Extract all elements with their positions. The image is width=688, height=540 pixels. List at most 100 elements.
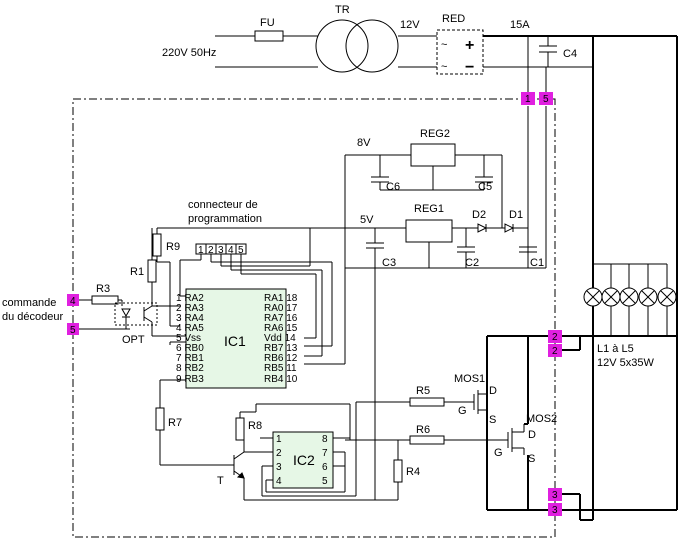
fu-label: FU xyxy=(260,17,275,29)
ic1-pin-left-9: 9 RB3 xyxy=(176,374,204,385)
fuse-fu xyxy=(254,30,284,42)
mos2-g-label: G xyxy=(494,447,503,459)
ic1-wiring xyxy=(155,268,376,500)
mains-label: 220V 50Hz xyxy=(162,47,216,59)
prog-pin-1: 1 xyxy=(198,245,204,256)
ic1-pin-left-4: 4 RA5 xyxy=(176,323,204,334)
ic1-left-pins: 1 RA2 2 RA3 3 RA4 4 RA5 5 Vss 6 RB0 7 RB… xyxy=(176,293,204,385)
ic1-pin-right-16: RA7 16 xyxy=(264,313,298,324)
c3-label: C3 xyxy=(382,257,396,269)
pad-input-5-label: 5 xyxy=(70,325,76,336)
reg2-label: REG2 xyxy=(420,128,450,140)
pad-input-4 xyxy=(67,294,79,306)
mos1-s-label: S xyxy=(489,414,496,426)
prog-pin-3: 3 xyxy=(218,245,224,256)
prog-label-1: connecteur de xyxy=(188,199,258,211)
reg2-section xyxy=(344,143,503,282)
resistor-r1 xyxy=(147,259,157,283)
ic1-pin-right-10: RB4 10 xyxy=(264,374,298,385)
pad-source-3b-label: 3 xyxy=(552,505,558,516)
v12-label: 12V xyxy=(400,19,420,31)
lamps xyxy=(592,263,668,336)
lamp-l5-icon xyxy=(657,287,677,307)
lamp-l2-icon xyxy=(601,287,621,307)
reg1-label: REG1 xyxy=(414,203,444,215)
rectifier-plus: + xyxy=(465,37,474,54)
ic1-pin-left-3: 3 RA4 xyxy=(176,313,204,324)
ic1-pin-right-18: RA1 18 xyxy=(264,293,298,304)
power-rails xyxy=(527,35,678,520)
ic1-pin-right-17: RA0 17 xyxy=(264,303,298,314)
d1-label: D1 xyxy=(509,209,523,221)
ic2-pin-5: 5 xyxy=(322,476,328,487)
ic1-pin-left-6: 6 RB0 xyxy=(176,343,204,354)
pad-top-1 xyxy=(521,92,535,105)
mos2-label: MOS2 xyxy=(526,413,557,425)
mains-section xyxy=(215,19,593,75)
ic2-pin-6: 6 xyxy=(322,462,328,473)
mos2-s-label: S xyxy=(528,453,535,465)
regulator-reg2 xyxy=(410,143,456,167)
ic2-pin-4: 4 xyxy=(276,476,282,487)
resistor-r7 xyxy=(155,407,165,431)
tr-label: TR xyxy=(335,4,350,16)
pad-top-1-label: 1 xyxy=(525,94,531,105)
transformer-secondary-coil xyxy=(345,19,399,73)
cmd-label-2: du décodeur xyxy=(2,311,63,323)
r3-label: R3 xyxy=(96,283,110,295)
pad-drain-2a xyxy=(548,330,562,343)
c1-label: C1 xyxy=(530,257,544,269)
red-label: RED xyxy=(442,13,465,25)
resistor-r9 xyxy=(152,233,162,257)
rectifier-ac-in-2: ~ xyxy=(441,61,447,73)
resistor-r3 xyxy=(91,295,119,305)
ic2-wiring xyxy=(243,401,410,501)
r4-label: R4 xyxy=(406,466,420,478)
ic1-pin-right-14: Vdd 14 xyxy=(264,333,296,344)
prog-pin-4: 4 xyxy=(228,245,234,256)
t-label: T xyxy=(217,475,224,487)
ic1-pin-left-7: 7 RB1 xyxy=(176,353,204,364)
transistor-t xyxy=(228,403,351,484)
optocoupler-opt xyxy=(114,302,158,326)
resistor-r6 xyxy=(409,435,445,445)
r6-label: R6 xyxy=(416,424,430,436)
prog-wiring xyxy=(179,228,333,356)
input-wiring xyxy=(79,295,186,337)
resistor-r5 xyxy=(409,397,445,407)
lamp-group xyxy=(583,287,677,307)
r8-label: R8 xyxy=(248,420,262,432)
ic2-body xyxy=(272,431,334,489)
mos1-g-label: G xyxy=(458,405,467,417)
pad-source-3b xyxy=(548,503,562,516)
regulator-reg1 xyxy=(405,219,453,243)
pad-drain-2b-label: 2 xyxy=(552,346,558,357)
mos1-d-label: D xyxy=(489,385,497,397)
reg1-section xyxy=(157,219,546,269)
ic1-pin-right-11: RB5 11 xyxy=(264,363,297,374)
ic1-pin-right-13: RB7 13 xyxy=(264,343,298,354)
ic2-pin-2: 2 xyxy=(276,448,282,459)
d2-label: D2 xyxy=(472,209,486,221)
mos1-label: MOS1 xyxy=(454,373,485,385)
prog-label-2: programmation xyxy=(188,213,262,225)
opt-label: OPT xyxy=(122,334,145,346)
r7-label: R7 xyxy=(168,417,182,429)
r5-label: R5 xyxy=(416,385,430,397)
lamps-label-1: L1 à L5 xyxy=(597,343,634,355)
ic1-pin-left-8: 8 RB2 xyxy=(176,363,204,374)
ic2-pins: 1 2 3 4 8 7 6 5 xyxy=(276,434,328,487)
c4-label: C4 xyxy=(563,48,577,60)
board-outline xyxy=(72,98,556,538)
transformer-primary-coil xyxy=(315,19,369,73)
v5-label: 5V xyxy=(360,214,374,226)
ic1-body xyxy=(185,288,287,389)
rectifier-red xyxy=(436,29,484,75)
ic2-pin-8: 8 xyxy=(322,434,328,445)
resistor-r8 xyxy=(235,417,245,441)
ic1-pin-right-15: RA6 15 xyxy=(264,323,298,334)
v8-label: 8V xyxy=(357,137,371,149)
ic2-pin-1: 1 xyxy=(276,434,282,445)
mos-section xyxy=(375,384,525,501)
pad-input-5 xyxy=(67,323,79,335)
